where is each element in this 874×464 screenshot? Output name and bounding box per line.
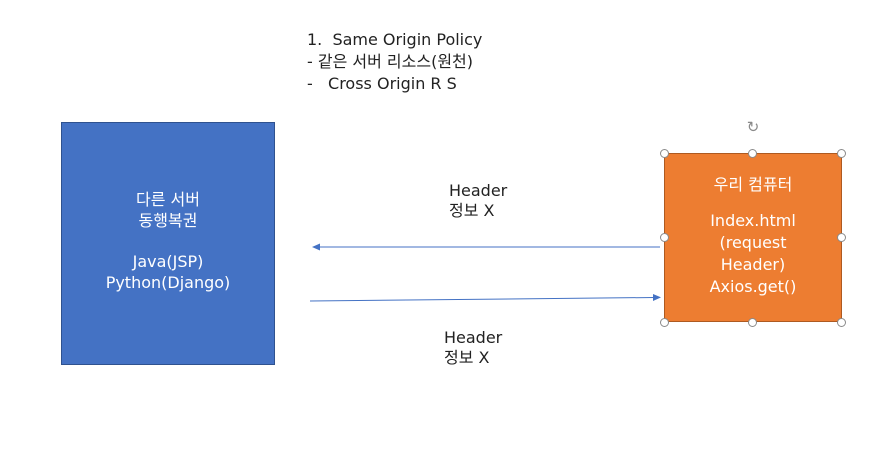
resize-handle-top-right[interactable] — [837, 149, 846, 158]
rotate-handle-icon[interactable]: ↻ — [746, 118, 760, 136]
server-box-line-4: Python(Django) — [105, 273, 231, 292]
client-box-line-1: 우리 컴퓨터 — [713, 175, 793, 194]
resize-handle-middle-right[interactable] — [837, 233, 846, 242]
top-arrow-label: Header 정보 X — [449, 181, 507, 221]
note-item-2: - 같은 서버 리소스(원천) — [307, 52, 473, 71]
resize-handle-middle-left[interactable] — [660, 233, 669, 242]
client-box-line-5: Axios.get() — [709, 277, 797, 296]
resize-handle-bottom-left[interactable] — [660, 318, 669, 327]
resize-handle-bottom-right[interactable] — [837, 318, 846, 327]
client-box-line-2: Index.html — [710, 211, 796, 230]
client-box-line-3: (request — [719, 233, 787, 252]
client-box[interactable]: 우리 컴퓨터 Index.html (request Header) Axios… — [664, 153, 842, 322]
resize-handle-top-left[interactable] — [660, 149, 669, 158]
note-item-1: 1. Same Origin Policy — [307, 30, 483, 49]
server-box[interactable]: 다른 서버 동행복권 Java(JSP) Python(Django) — [61, 122, 275, 365]
server-box-line-3: Java(JSP) — [132, 252, 204, 271]
arrow-to-server[interactable] — [312, 243, 660, 251]
top-arrow-label-line-1: Header — [449, 181, 508, 200]
client-box-line-4: Header) — [720, 255, 786, 274]
server-box-line-2: 동행복권 — [138, 211, 198, 230]
bottom-arrow-label-line-2: 정보 X — [444, 348, 490, 367]
resize-handle-bottom-middle[interactable] — [748, 318, 757, 327]
bottom-arrow-label: Header 정보 X — [444, 328, 502, 368]
arrow-to-client[interactable] — [309, 294, 661, 302]
server-box-line-1: 다른 서버 — [136, 190, 200, 209]
top-arrow-label-line-2: 정보 X — [449, 201, 495, 220]
note-item-3: - Cross Origin R S — [307, 74, 457, 93]
notes-list: 1. Same Origin Policy - 같은 서버 리소스(원천) - … — [307, 29, 482, 95]
bottom-arrow-label-line-1: Header — [444, 328, 503, 347]
resize-handle-top-middle[interactable] — [748, 149, 757, 158]
